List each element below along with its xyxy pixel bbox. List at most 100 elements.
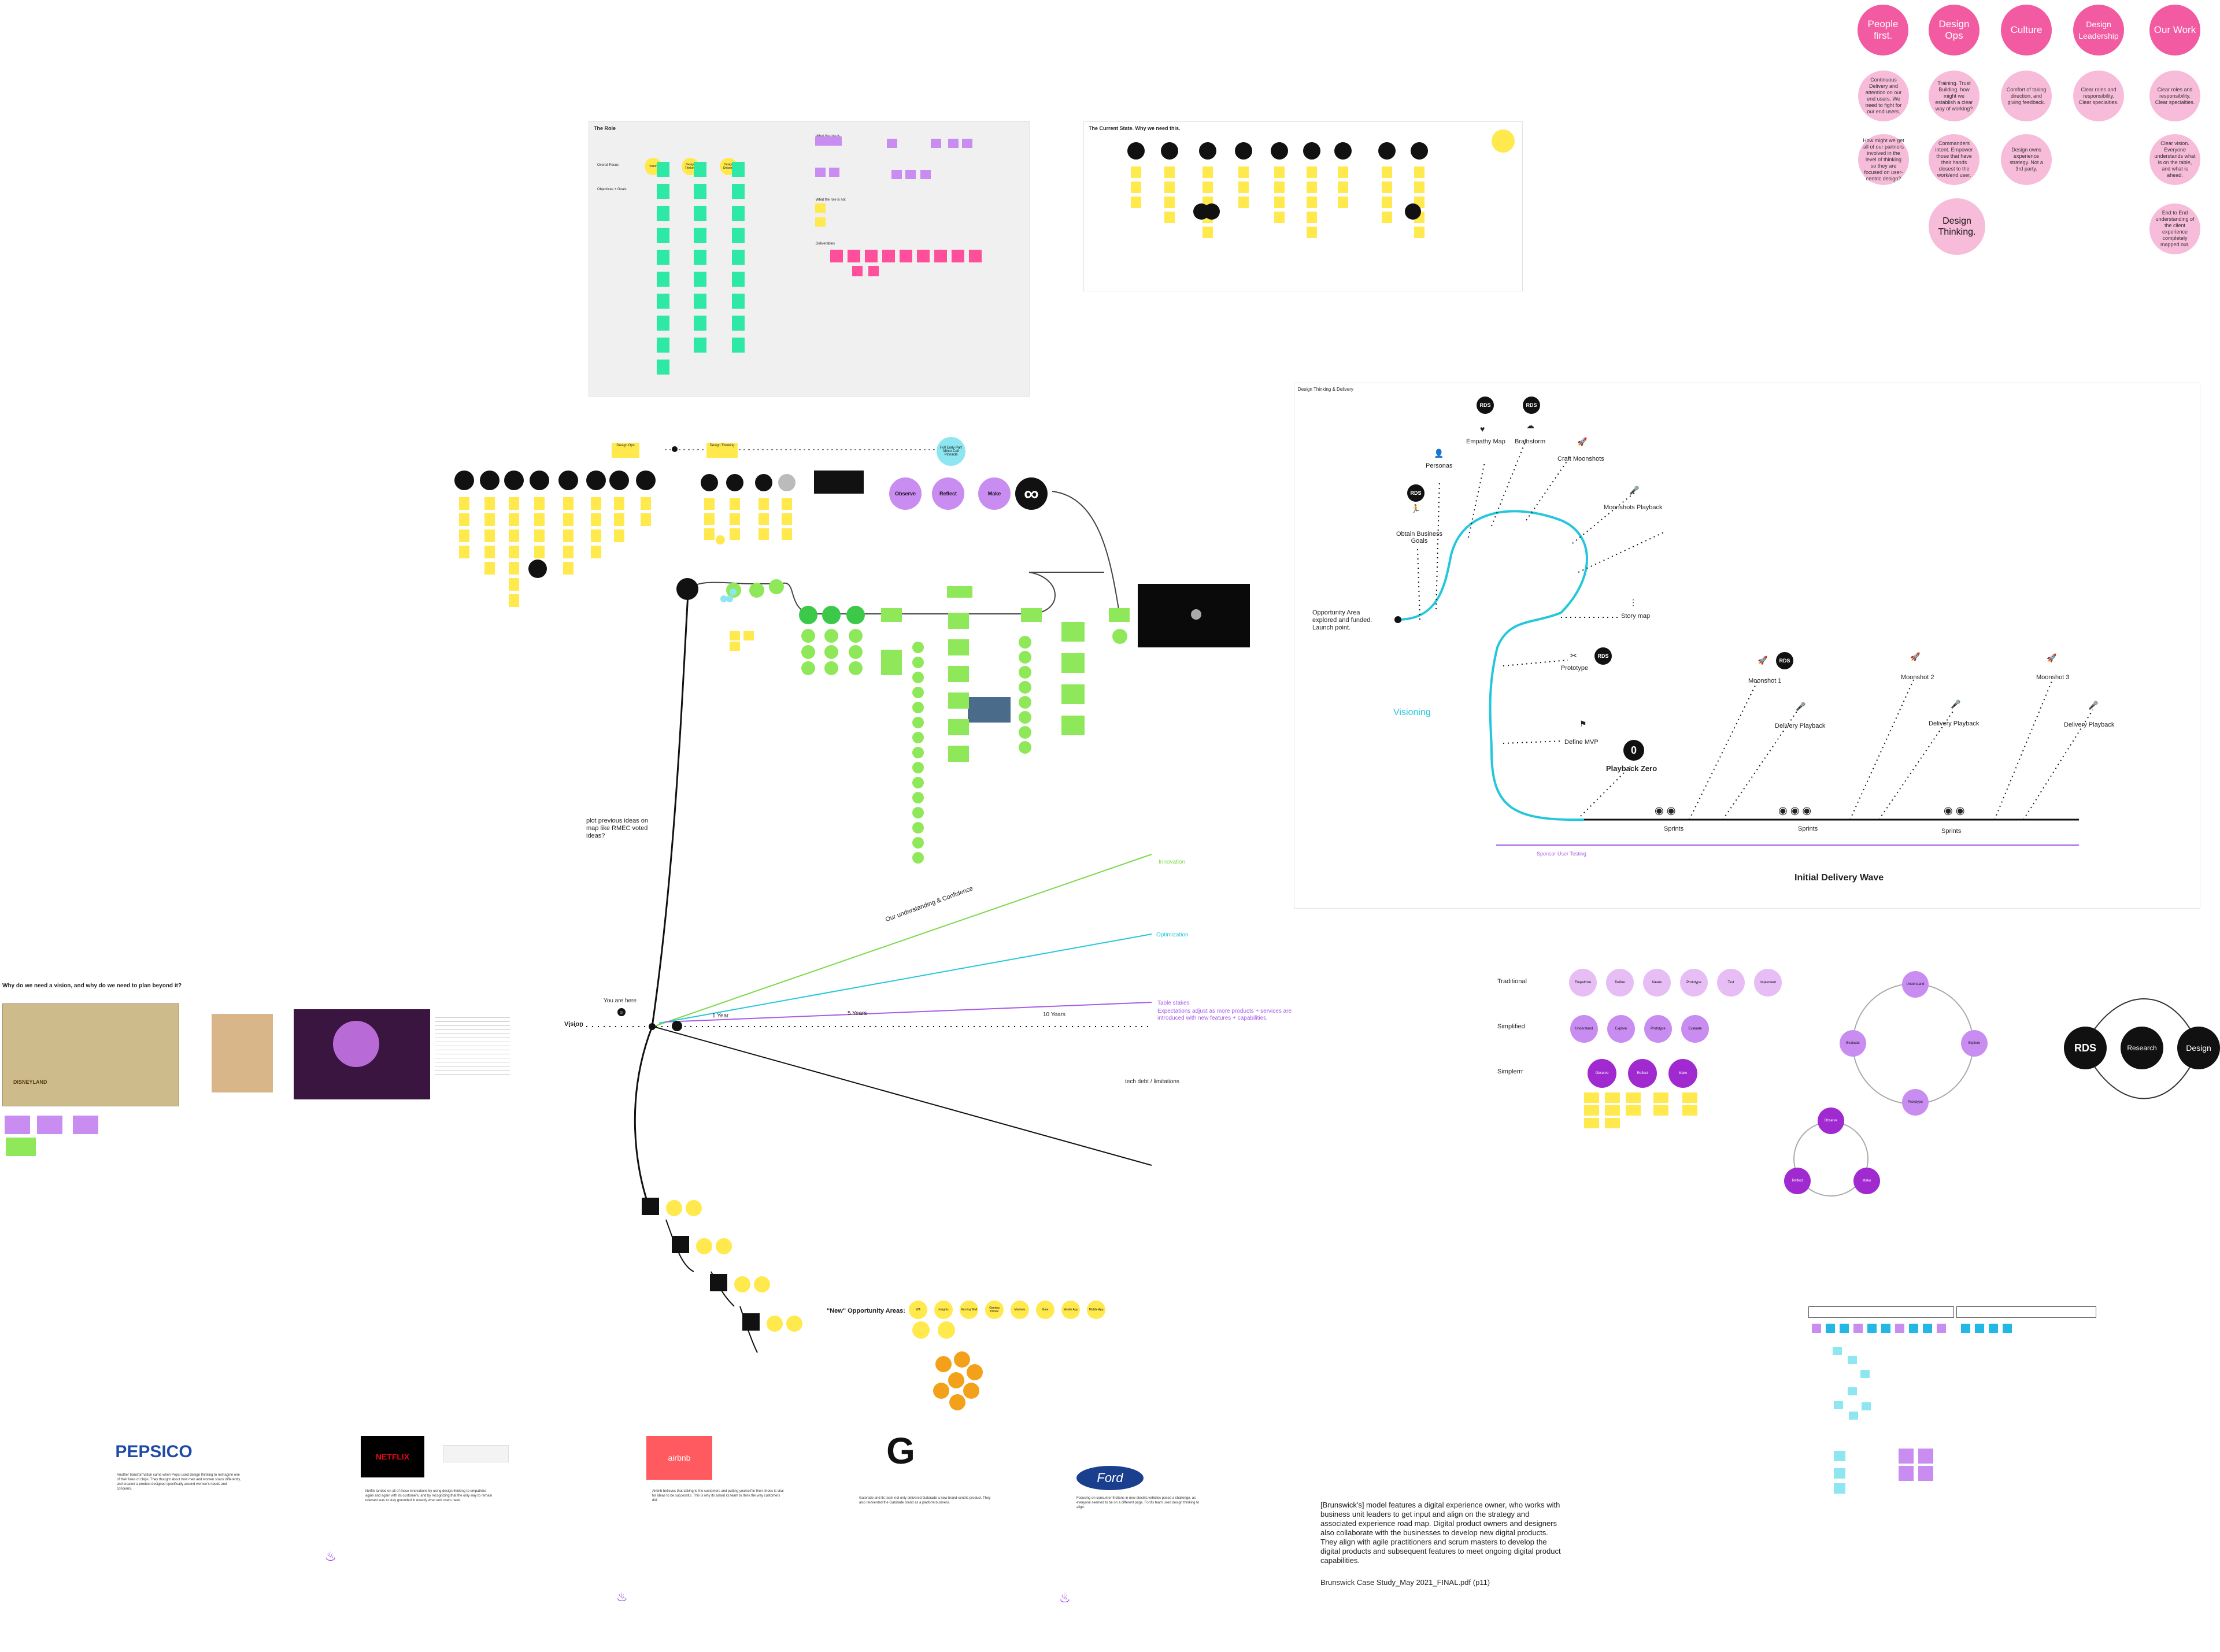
column-sticky[interactable]: [782, 498, 792, 510]
role-sticky[interactable]: [848, 250, 860, 262]
role-sticky[interactable]: [829, 168, 839, 177]
mini-sticky[interactable]: [1989, 1324, 1998, 1333]
flow-node[interactable]: [912, 792, 924, 803]
loop-node[interactable]: Understand: [1902, 971, 1929, 998]
mini-sticky[interactable]: [1899, 1466, 1914, 1481]
current-state-sticky[interactable]: [1202, 166, 1213, 178]
current-state-sticky[interactable]: [1414, 166, 1424, 178]
column-sticky[interactable]: [563, 546, 574, 558]
flow-sticky[interactable]: [948, 613, 969, 629]
mini-sticky[interactable]: [1937, 1324, 1946, 1333]
current-state-circle[interactable]: [1378, 142, 1396, 160]
role-sticky[interactable]: [657, 250, 669, 265]
current-state-sticky[interactable]: [1164, 212, 1175, 223]
current-state-circle[interactable]: [1334, 142, 1352, 160]
current-state-sticky[interactable]: [1307, 182, 1317, 193]
vision-sticky[interactable]: [6, 1138, 36, 1156]
mode-sticky[interactable]: [1584, 1105, 1599, 1116]
flow-sticky[interactable]: [948, 666, 969, 682]
mini-sticky[interactable]: [1867, 1324, 1877, 1333]
flow-node[interactable]: [912, 762, 924, 773]
column-sticky[interactable]: [591, 546, 601, 558]
mini-sticky[interactable]: [1834, 1401, 1843, 1409]
flow-sticky[interactable]: [1109, 608, 1130, 622]
current-state-sticky[interactable]: [1382, 182, 1392, 193]
current-state-sticky[interactable]: [1382, 166, 1392, 178]
design-thinking-sticky[interactable]: Design Thinking: [706, 443, 738, 458]
vision-sticky[interactable]: [5, 1116, 30, 1134]
role-sticky[interactable]: [934, 250, 947, 262]
flow-node[interactable]: [1019, 681, 1031, 694]
mini-sticky[interactable]: [1975, 1324, 1984, 1333]
mini-sticky[interactable]: [1918, 1449, 1933, 1464]
flow-node[interactable]: [912, 852, 924, 864]
mode-chip[interactable]: Make: [1668, 1059, 1697, 1088]
role-sticky[interactable]: [920, 170, 931, 179]
role-sticky[interactable]: [657, 228, 669, 243]
column-sticky[interactable]: [509, 594, 519, 607]
flow-sticky[interactable]: [1061, 684, 1085, 704]
flow-sticky[interactable]: [1061, 653, 1085, 673]
flow-node[interactable]: [849, 629, 863, 643]
flow-node[interactable]: [769, 579, 784, 594]
role-sticky[interactable]: [815, 168, 826, 177]
flow-node[interactable]: [1112, 629, 1127, 644]
opportunity-cluster-node[interactable]: [933, 1383, 949, 1399]
current-state-sticky[interactable]: [1274, 182, 1285, 193]
column-sticky[interactable]: [614, 513, 624, 526]
pillar-note[interactable]: Clear roles and responsibility. Clear sp…: [2073, 71, 2124, 121]
flow-sticky[interactable]: [948, 692, 969, 709]
mode-sticky[interactable]: [1584, 1092, 1599, 1103]
flow-node[interactable]: [824, 661, 838, 675]
observe-circle[interactable]: Observe: [889, 477, 922, 510]
photo-thumbnail[interactable]: [968, 697, 1011, 723]
mini-sticky[interactable]: [1840, 1324, 1849, 1333]
current-state-sticky[interactable]: [1131, 182, 1141, 193]
mini-sticky[interactable]: [1961, 1324, 1970, 1333]
pillar-note[interactable]: Training. Trust Building. how might we e…: [1929, 71, 1980, 121]
mode-sticky[interactable]: [1682, 1105, 1697, 1116]
flow-node[interactable]: [912, 837, 924, 849]
role-sticky[interactable]: [657, 316, 669, 331]
mini-sticky[interactable]: [1826, 1324, 1835, 1333]
role-sticky[interactable]: [900, 250, 912, 262]
column-head-circle[interactable]: [778, 474, 796, 491]
role-sticky[interactable]: [865, 250, 878, 262]
rds-badge[interactable]: RDS: [1407, 484, 1424, 502]
current-state-sticky[interactable]: [1238, 182, 1249, 193]
column-sticky[interactable]: [730, 528, 740, 540]
opportunity-cluster-node[interactable]: [948, 1372, 964, 1388]
pillar-design-leadership[interactable]: Design Leadership: [2073, 5, 2124, 55]
orr-loop-node[interactable]: Make: [1853, 1168, 1880, 1194]
flow-node[interactable]: [799, 606, 817, 624]
opportunity-cluster-node[interactable]: [963, 1383, 979, 1399]
path-node[interactable]: [716, 1238, 732, 1254]
role-sticky[interactable]: [830, 250, 843, 262]
flow-node[interactable]: [1019, 666, 1031, 679]
role-sticky[interactable]: [694, 228, 706, 243]
flow-node[interactable]: [912, 807, 924, 818]
column-sticky[interactable]: [758, 513, 769, 525]
column-sticky[interactable]: [509, 497, 519, 510]
flow-node[interactable]: [1019, 696, 1031, 709]
pillar-design-ops[interactable]: Design Ops: [1929, 5, 1980, 55]
rds-badge[interactable]: RDS: [1477, 397, 1494, 414]
role-sticky[interactable]: [657, 294, 669, 309]
role-sticky[interactable]: [815, 203, 826, 213]
column-head-circle[interactable]: [726, 474, 743, 491]
role-sticky[interactable]: [732, 272, 745, 287]
pillar-note[interactable]: Clear roles and responsibility. Clear sp…: [2149, 71, 2200, 121]
column-sticky[interactable]: [534, 529, 545, 542]
flow-sticky[interactable]: [730, 631, 740, 640]
flow-node[interactable]: [730, 588, 737, 595]
current-state-sticky[interactable]: [1131, 166, 1141, 178]
column-head-circle[interactable]: [586, 471, 606, 490]
orr-loop-node[interactable]: Reflect: [1784, 1168, 1811, 1194]
flow-node[interactable]: [822, 606, 841, 624]
mode-chip[interactable]: Reflect: [1628, 1059, 1657, 1088]
role-sticky[interactable]: [694, 184, 706, 199]
role-sticky[interactable]: [732, 250, 745, 265]
mini-sticky[interactable]: [2003, 1324, 2012, 1333]
opportunity-cluster-node[interactable]: [935, 1356, 952, 1372]
current-state-sticky[interactable]: [1307, 166, 1317, 178]
